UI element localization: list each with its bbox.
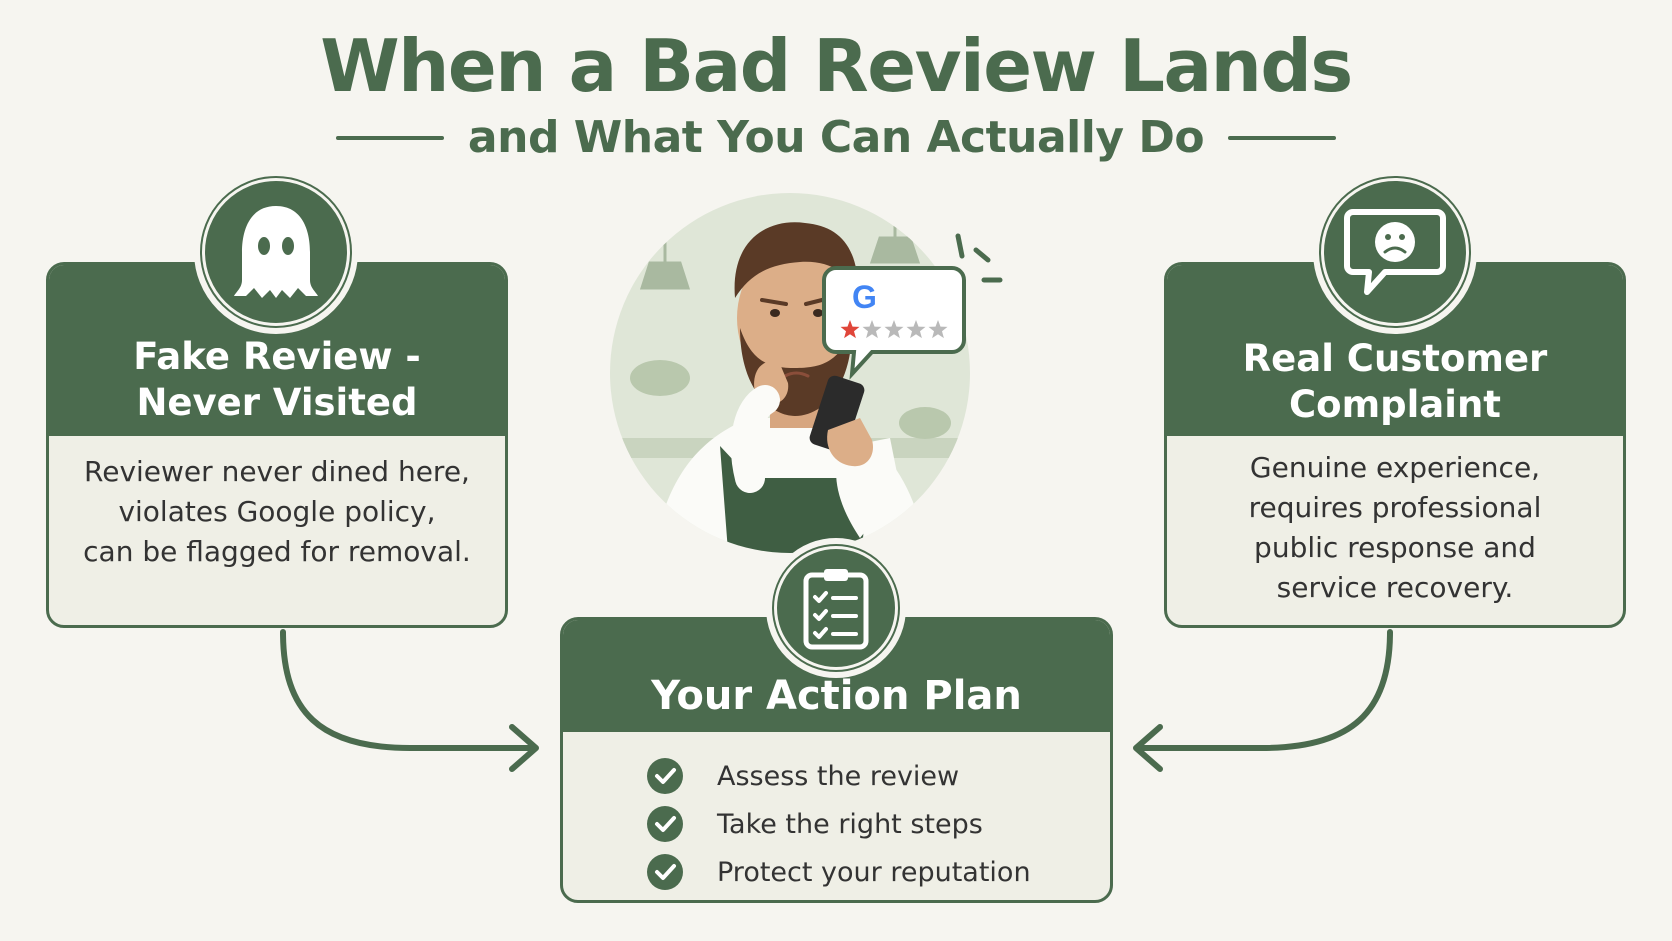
fake-review-card-header: Fake Review - Never Visited <box>49 265 505 436</box>
star-icon <box>906 320 926 339</box>
clipboard-checklist-icon <box>803 569 869 650</box>
subtitle-row: and What You Can Actually Do <box>0 112 1672 163</box>
check-circle-icon <box>647 806 683 842</box>
sad-chat-icon <box>1344 209 1446 295</box>
subtitle-rule-left <box>335 135 444 140</box>
alert-lines <box>955 233 1003 283</box>
fake-review-badge <box>194 170 358 334</box>
action-plan-body: Assess the review Take the right steps P… <box>563 732 1110 896</box>
google-logo: G <box>852 279 877 315</box>
real-complaint-card-header: Real Customer Complaint <box>1167 265 1623 436</box>
worried-owner-illustration: G <box>610 193 1003 553</box>
subtitle-rule-right <box>1228 135 1337 140</box>
real-complaint-card: Real Customer Complaint Genuine experien… <box>1164 262 1626 628</box>
fake-review-description: Reviewer never dined here, violates Goog… <box>83 455 471 568</box>
action-plan-list: Assess the review Take the right steps P… <box>647 752 1110 896</box>
right-arrowhead <box>1133 724 1163 772</box>
fake-review-title-line2: Never Visited <box>136 381 418 424</box>
real-complaint-title-line2: Complaint <box>1289 383 1501 426</box>
real-complaint-badge <box>1313 170 1477 334</box>
phone-hand <box>809 375 900 538</box>
action-plan-item-text: Take the right steps <box>717 808 983 840</box>
review-speech-bubble: G <box>822 266 966 380</box>
star-rating <box>840 320 948 339</box>
left-connector-arrow <box>280 629 538 751</box>
real-complaint-title-line1: Real Customer <box>1242 337 1548 380</box>
action-plan-item-text: Assess the review <box>717 760 960 792</box>
action-plan-item-text: Protect your reputation <box>717 856 1031 888</box>
page-title: When a Bad Review Lands <box>320 24 1353 108</box>
hair <box>734 222 859 298</box>
star-icon <box>840 320 860 339</box>
left-arrowhead <box>509 724 539 772</box>
real-complaint-description: Genuine experience, requires professiona… <box>1248 451 1542 604</box>
star-icon <box>884 320 904 339</box>
action-plan-item: Take the right steps <box>647 800 1110 848</box>
star-icon <box>928 320 948 339</box>
ghost-icon <box>234 206 318 298</box>
check-circle-icon <box>647 758 683 794</box>
action-plan-badge <box>766 538 906 678</box>
action-plan-item: Assess the review <box>647 752 1110 800</box>
star-icon <box>862 320 882 339</box>
action-plan-item: Protect your reputation <box>647 848 1110 896</box>
action-plan-title: Your Action Plan <box>651 673 1022 719</box>
page-subtitle: and What You Can Actually Do <box>467 112 1205 163</box>
right-connector-arrow <box>1134 629 1393 751</box>
check-circle-icon <box>647 854 683 890</box>
fake-review-title-line1: Fake Review - <box>133 335 421 378</box>
